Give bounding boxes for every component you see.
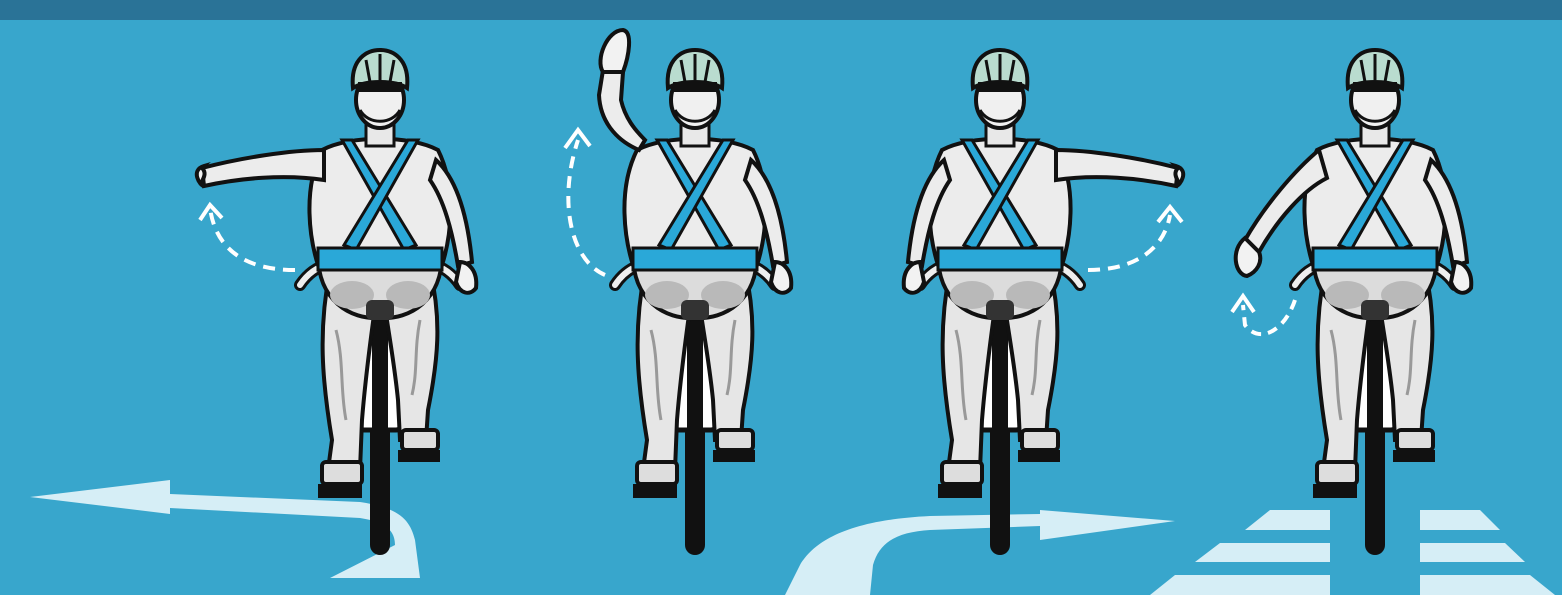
top-band <box>0 0 1562 20</box>
